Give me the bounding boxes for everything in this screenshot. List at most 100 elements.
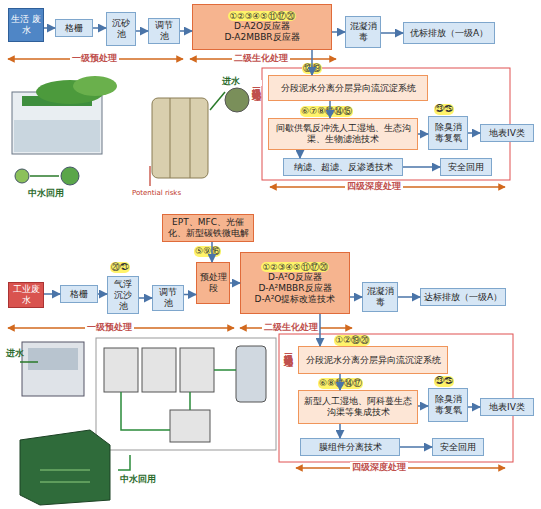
figure-note: 进水	[6, 348, 24, 359]
stage-label: 一级预处理	[85, 322, 134, 333]
callout-number: ⑥⑦⑧⑬⑭⑮	[300, 106, 353, 117]
process-box: 调节池	[148, 18, 180, 44]
flow-arrow	[418, 405, 428, 407]
flow-arrow	[468, 132, 480, 134]
schematic-column	[236, 346, 266, 402]
process-box: 工业废水	[8, 282, 44, 308]
process-box: 生活 废水	[8, 8, 44, 42]
figure-note: 进水	[222, 76, 240, 87]
flow-arrow	[398, 296, 420, 298]
figure-note: 中水回用	[120, 474, 156, 485]
process-box: 新型人工湿地、阿科蔓生态沟渠等集成技术	[298, 390, 418, 424]
flow-arrow	[139, 297, 152, 299]
callout-number: ①②⑲⑳	[334, 335, 370, 346]
process-box: 气浮沉沙池	[107, 276, 139, 314]
stage-label: 二级生化处理	[232, 53, 290, 64]
green-module	[20, 430, 110, 505]
process-box: 优标排放（一级A）	[403, 22, 495, 44]
plants	[73, 76, 117, 96]
process-box: ①②③④⑤⑪⑰⑳D-A²O反应器D-A²MBBR反应器D-A²O提标改造技术	[240, 252, 350, 314]
process-box: 纳滤、超滤、反渗透技术	[283, 158, 403, 176]
callout-number: ⑳㉑	[110, 262, 130, 273]
process-box: 除臭消毒复氧	[428, 388, 468, 422]
schematic-tank	[142, 348, 176, 392]
box-text: 间歇供氧反冲洗人工湿地、生态沟渠、生物滤池技术	[271, 123, 415, 145]
column-line	[190, 98, 191, 178]
box-text: D-A2MBBR反应器	[224, 32, 299, 43]
stage-label: 四级深度处理	[350, 462, 408, 473]
flow-arrow	[400, 446, 432, 448]
box-text: 混凝消毒	[365, 286, 395, 308]
box-text: 优标排放（一级A）	[410, 28, 488, 39]
reactor-panel	[28, 348, 78, 370]
risk-arrow	[149, 166, 150, 186]
box-text: D-A2O反应器	[234, 21, 290, 32]
process-box: 除臭消毒复氧	[428, 116, 468, 150]
flow-arrow	[332, 31, 345, 33]
flow-arrow	[403, 166, 440, 168]
process-box: 地表IV类	[480, 398, 534, 416]
box-text: 格栅	[65, 23, 83, 34]
process-box: 混凝消毒	[345, 16, 381, 48]
box-text: 预处理段	[199, 272, 227, 294]
tier-frame	[262, 68, 510, 180]
schematic-tank	[104, 348, 138, 392]
process-box: 沉砂池	[106, 12, 136, 46]
box-text: 新型人工湿地、阿科蔓生态沟渠等集成技术	[301, 396, 415, 418]
tier-frame	[279, 334, 513, 462]
box-text: 沉砂池	[109, 18, 133, 40]
process-box: 间歇供氧反冲洗人工湿地、生态沟渠、生物滤池技术	[268, 118, 418, 150]
inflow-arrow	[20, 361, 38, 363]
filter-column	[152, 98, 208, 178]
schematic-tank	[180, 348, 214, 392]
flow-arrow	[136, 30, 148, 32]
callout-number: ⑤⑨⑯	[194, 246, 221, 257]
callout-number: ①②③④⑤⑪⑰⑳	[261, 262, 328, 272]
box-text: 膜组件分离技术	[319, 442, 382, 453]
reactor-unit	[22, 342, 84, 396]
box-text: 达标排放（一级A）	[424, 292, 502, 303]
process-box: 膜组件分离技术	[300, 438, 400, 456]
box-text: 地表IV类	[489, 128, 525, 139]
callout-number: ㉓㉕	[434, 376, 454, 387]
box-text: 安全回用	[440, 442, 476, 453]
sample	[61, 167, 79, 185]
module-line	[40, 470, 90, 482]
flow-arrow	[93, 27, 106, 29]
pipe	[121, 370, 236, 430]
process-box: 预处理段	[196, 262, 230, 304]
flow-arrow	[339, 374, 341, 390]
box-text: 除臭消毒复氧	[431, 394, 465, 416]
figure-note: 中水回用	[28, 188, 64, 199]
flow-arrow	[44, 293, 60, 295]
schematic-tank	[170, 410, 210, 442]
stage-label: 二级生化处理	[262, 322, 320, 333]
box-text: EPT、MFC、光催化、新型碳铁微电解	[165, 217, 251, 239]
flow-arrow	[381, 32, 403, 34]
callout-number: ⑫⑲	[302, 63, 322, 74]
flow-arrow	[418, 133, 428, 135]
flow-arrow	[230, 282, 240, 284]
stage-label: 三级强化处理	[283, 346, 294, 352]
process-box: 格栅	[55, 19, 93, 37]
flow-arrow	[468, 406, 480, 408]
process-box: 地表IV类	[480, 124, 534, 142]
pipe	[118, 455, 130, 470]
flow-arrow	[350, 296, 362, 298]
process-box: 混凝消毒	[362, 282, 398, 312]
box-text: 地表IV类	[489, 402, 525, 413]
box-text: 纳滤、超滤、反渗透技术	[294, 162, 393, 173]
flow-arrow	[319, 314, 321, 346]
sample	[15, 169, 29, 183]
flow-arrow	[98, 293, 107, 295]
callout-number: ㉓㉕	[434, 104, 454, 115]
box-text: 分段泥水分离分层异向流沉淀系统	[306, 355, 441, 366]
box-text: 工业废水	[11, 284, 41, 306]
process-box: EPT、MFC、光催化、新型碳铁微电解	[162, 214, 254, 242]
process-box: ①②③④⑤⑪⑰⑳D-A2O反应器D-A2MBBR反应器	[192, 4, 332, 50]
flow-arrow	[339, 424, 341, 438]
process-box: 分段泥水分离分层异向流沉淀系统	[298, 346, 448, 374]
flow-arrow	[44, 27, 55, 29]
plant-photo	[225, 88, 249, 112]
